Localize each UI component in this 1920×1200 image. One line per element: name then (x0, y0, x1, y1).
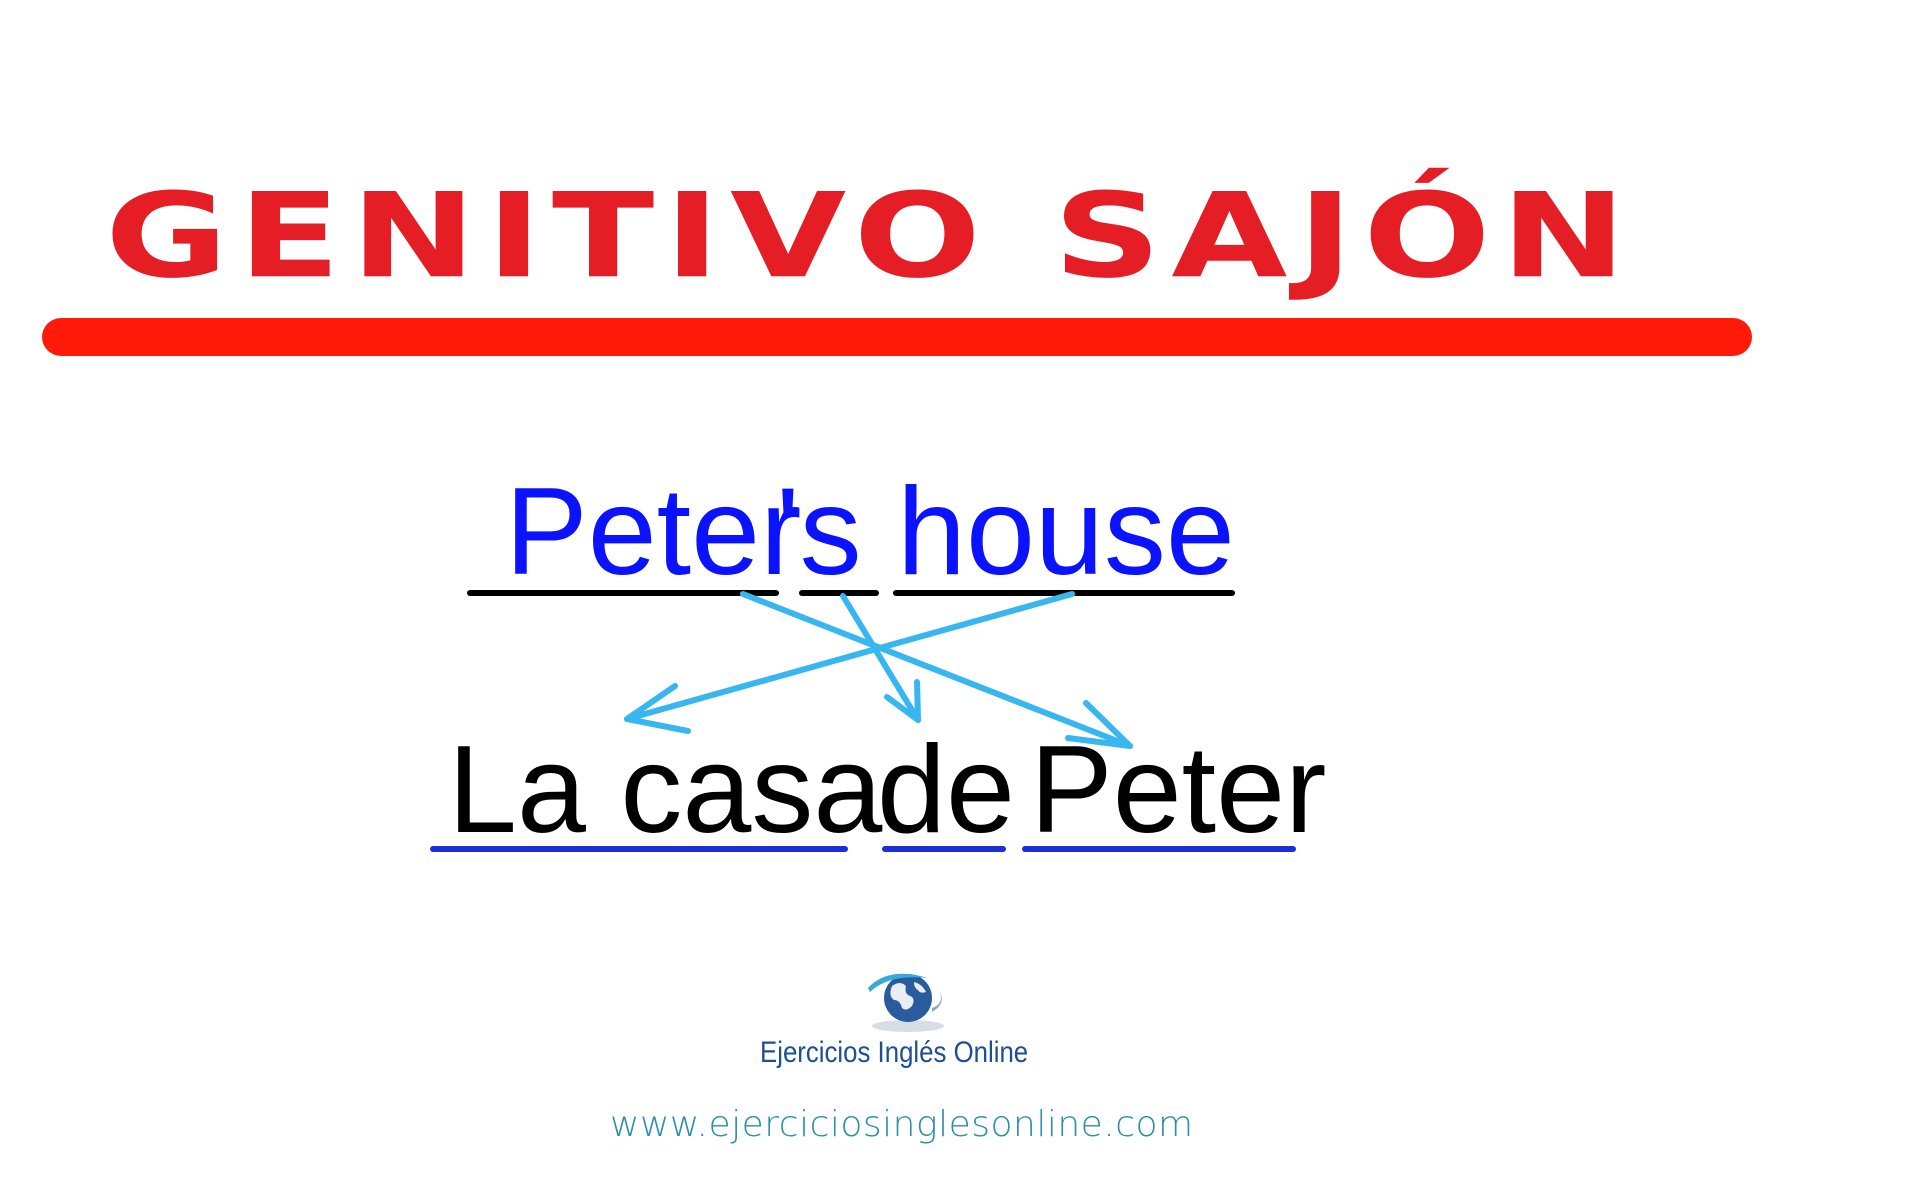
spanish-word-peter: Peter (1030, 721, 1327, 859)
arrow-s-to-de (840, 593, 921, 723)
spanish-words-la-casa: La casa (448, 721, 883, 859)
spanish-word-de: de (877, 721, 1015, 859)
globe-icon (868, 973, 944, 1032)
arrow-peter-to-peter (740, 591, 1133, 749)
english-word-peter: Peter (505, 463, 802, 601)
logo-name: Ejercicios Inglés Online (760, 1036, 1029, 1069)
english-word-apostrophe-s: 's (776, 463, 862, 601)
arrow-house-to-la-casa (624, 591, 1075, 734)
english-word-house: house (897, 463, 1235, 601)
title-underline-bar (42, 318, 1752, 356)
page-title: GENITIVO SAJÓN (105, 168, 1637, 305)
website-url[interactable]: www.ejerciciosinglesonline.com (610, 1104, 1194, 1145)
